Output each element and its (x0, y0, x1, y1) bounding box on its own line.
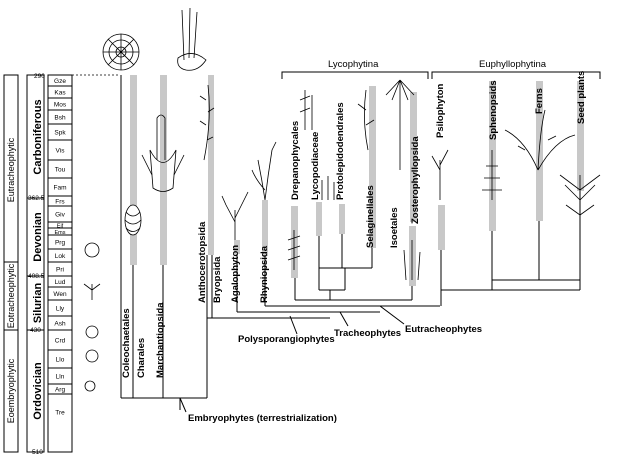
protolepidodendrales-illustration (322, 176, 334, 200)
taxon-seed-plants: Seed plants (576, 71, 587, 124)
stage-vis: Vis (56, 148, 66, 155)
period-ordovician: Ordovician (32, 362, 44, 420)
period-carboniferous: Carboniferous (32, 99, 44, 174)
stage-spk: Spk (54, 130, 66, 137)
stage-mos: Mos (54, 102, 67, 109)
zosterophyllopsida-illustration (404, 240, 420, 280)
taxon-drepanophycales: Drepanophycales (290, 121, 301, 200)
coleochaete-illustration (103, 34, 139, 70)
stage-arg: Arg (55, 387, 66, 394)
era-label-eutracheophytic: Eutracheophytic (6, 137, 16, 202)
stage-prg: Prg (55, 240, 66, 247)
taxon-ferns: Ferns (534, 88, 545, 114)
taxon-psilophyton: Psilophyton (435, 83, 446, 138)
age-362-5: 362.5 (28, 195, 45, 202)
stage-bsh: Bsh (54, 115, 66, 122)
agalophyton-illustration (222, 192, 248, 240)
spore-illustration-4 (85, 381, 95, 391)
spore-illustration-2 (86, 326, 98, 338)
seed-plants-illustration (560, 175, 600, 230)
taxon-charales: Charales (136, 338, 147, 378)
stage-wen: Wen (53, 291, 67, 298)
geologic-time-scale: Eutracheophytic Eotracheophytic Eoembryo… (4, 73, 120, 456)
taxon-protolepidodendrales: Protolepidodendrales (335, 102, 346, 200)
stage-lln: Lln (56, 374, 65, 381)
era-label-eoembryophytic: Eoembryophytic (6, 358, 16, 423)
age-510: 510 (32, 449, 43, 456)
drepanophycales-illustration (288, 230, 300, 270)
taxon-zosterophyllopsida: Zosterophyllopsida (410, 136, 421, 224)
stage-tre: Tre (55, 410, 65, 417)
age-430: 430 (30, 327, 41, 334)
group-euphyllophytina: Euphyllophytina (479, 59, 547, 70)
psilophyton-illustration (432, 150, 448, 200)
clade-embryophytes: Embryophytes (terrestrialization) (188, 413, 337, 424)
cladogram (121, 75, 580, 412)
clade-labels: Polysporangiophytes Tracheophytes Eutrac… (188, 324, 482, 424)
clade-eutracheophytes: Eutracheophytes (405, 324, 482, 335)
stage-lud: Lud (55, 279, 66, 286)
spore-illustration-1 (85, 243, 99, 257)
era-label-eotracheophytic: Eotracheophytic (6, 263, 16, 328)
stage-fam: Fam (54, 185, 67, 192)
spore-illustration-3 (86, 350, 98, 362)
lycopodiaceae-illustration (300, 90, 312, 130)
stage-lok: Lok (55, 253, 66, 260)
taxon-anthocerotopsida: Anthocerotopsida (197, 221, 208, 303)
stage-gze: Gze (54, 78, 66, 85)
taxon-sphenopsids: Sphenopsids (488, 80, 499, 140)
stage-pri: Pri (56, 267, 64, 274)
stage-lly: Lly (56, 306, 65, 313)
age-408-5: 408.5 (28, 273, 45, 280)
taxon-bryopsida: Bryopsida (212, 256, 223, 303)
stage-giv: Giv (55, 212, 66, 219)
rhyniopsida-illustration (252, 142, 276, 200)
taxon-rhyniopsida: Rhyniopsida (259, 245, 270, 303)
stage-list: GzeKasMosBshSpkVisTouFamFrsGivEifEmsPrgL… (48, 75, 72, 417)
stage-crd: Crd (55, 338, 66, 345)
stage-ash: Ash (54, 321, 66, 328)
group-lycophytina: Lycophytina (328, 59, 379, 70)
anthocerotopsida-illustration (178, 8, 206, 70)
stage-frs: Frs (55, 199, 65, 206)
taxon-coleochaetales: Coleochaetales (121, 308, 132, 378)
stage-eif: Eif (57, 224, 64, 230)
taxon-lycopodiaceae: Lycopodiaceae (310, 132, 321, 200)
clade-polysporangiophytes: Polysporangiophytes (238, 334, 335, 345)
sphenopsids-illustration (482, 150, 502, 200)
chara-oogonium-illustration (125, 205, 141, 235)
taxon-agalophyton: Agalophyton (230, 245, 241, 303)
group-brackets: Lycophytina Euphyllophytina (282, 59, 600, 79)
taxon-isoetales: Isoetales (389, 207, 400, 248)
age-290: 290 (34, 73, 45, 80)
stage-tou: Tou (55, 167, 66, 174)
period-silurian: Silurian (32, 283, 44, 324)
taxon-selaginellales: Selaginellales (365, 185, 376, 248)
taxon-marchantiopsida: Marchantiopsida (155, 302, 166, 378)
stage-kas: Kas (54, 90, 66, 97)
stage-llo: Llo (56, 357, 65, 364)
clade-tracheophytes: Tracheophytes (334, 328, 401, 339)
period-devonian: Devonian (32, 212, 44, 262)
